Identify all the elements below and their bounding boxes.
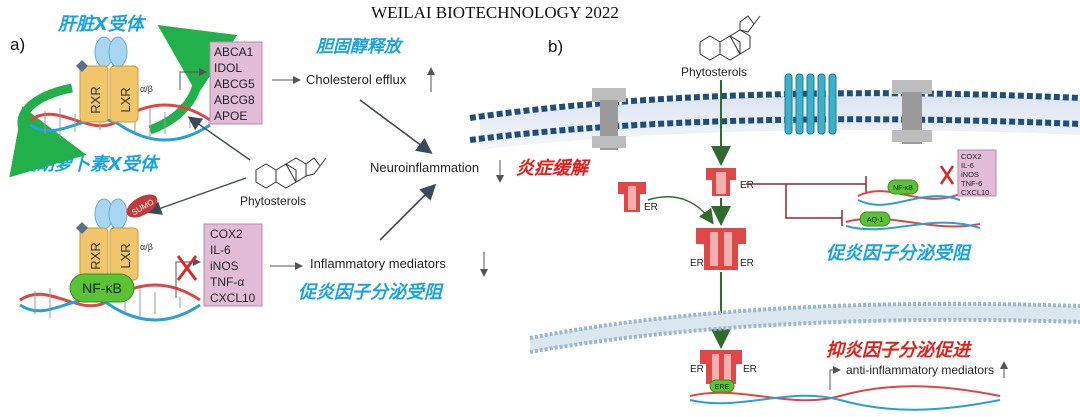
efflux-to-neuro-arrow xyxy=(359,99,433,154)
gene-b-inos: iNOS xyxy=(961,170,979,179)
sumo-blob xyxy=(126,194,158,218)
er-receptor-membrane: ER xyxy=(706,168,754,196)
blocked-cn-b: 促炎因子分泌受阻 xyxy=(826,243,972,264)
rxr-lxr-complex-bottom: RXR LXR α/β SUMO NF-κB xyxy=(69,194,158,303)
inflammatory-gene-box xyxy=(203,223,263,307)
er-label-1: ER xyxy=(740,180,754,191)
gene-b-tnf: TNF-6 xyxy=(961,179,982,188)
alpha-beta-label-top: α/β xyxy=(140,84,153,94)
gene-abcg5: ABCG5 xyxy=(214,77,255,91)
cell-membrane xyxy=(469,90,1080,150)
gene-inos: iNOS xyxy=(210,259,239,273)
ligand-diamond-bottom xyxy=(76,222,88,234)
gene-idol: IDOL xyxy=(214,61,242,75)
inflammatory-mediators-cn: 促炎因子分泌受阻 xyxy=(298,282,444,303)
rxr-label-bottom: RXR xyxy=(88,242,103,269)
inflammatory-gene-box-b xyxy=(957,149,997,197)
gpcr-receptor xyxy=(784,73,837,135)
nfkb-label-b: NF-κB xyxy=(893,185,913,192)
er-dimer-nucleus: ER ER xyxy=(690,350,757,384)
inhibit-x-a xyxy=(176,255,198,281)
efflux-gene-box xyxy=(209,41,263,125)
gene-il6: IL-6 xyxy=(210,243,231,257)
phytosterol-molecule-a xyxy=(255,157,327,189)
cholesterol-efflux-cn: 胆固醇释放 xyxy=(315,37,404,57)
nfkb-blob-b xyxy=(887,179,919,195)
panel-a-label: a) xyxy=(10,35,25,54)
lxr-label-bottom: LXR xyxy=(118,243,133,268)
phytosterol-to-bottom-complex-arrow xyxy=(147,177,247,215)
inflammatory-mediators-label: Inflammatory mediators xyxy=(310,256,446,271)
anti-cn-b: 抑炎因子分泌促进 xyxy=(826,340,973,361)
dna-strand-b-bottom xyxy=(689,385,1001,411)
page-title: WEILAI BIOTECHNOLOGY 2022 xyxy=(371,3,619,22)
inhibit-x-b xyxy=(939,165,955,185)
aq1-label: AQ-1 xyxy=(867,217,883,224)
gene-apoe: APOE xyxy=(214,109,247,123)
inflammatory-gene-list: COX2 IL-6 iNOS TNF-α CXCL10 xyxy=(210,227,256,305)
er-label-5: ER xyxy=(690,364,704,375)
panel-b-label: b) xyxy=(548,37,563,56)
lxr-label-top: LXR xyxy=(118,87,133,112)
alpha-beta-label-bottom: α/β xyxy=(140,242,153,252)
er-label-6: ER xyxy=(743,364,757,375)
er-dimer: ER ER xyxy=(690,228,754,270)
gene-abcg8: ABCG8 xyxy=(214,93,255,107)
er-label-2: ER xyxy=(644,202,658,213)
membrane-channel-left xyxy=(592,88,626,150)
rxr-lxr-complex-top: RXR LXR α/β xyxy=(76,36,153,123)
dna-strand-b-top xyxy=(857,190,961,206)
rxr-binding-arrow xyxy=(9,83,87,178)
er-inhibition-lines xyxy=(746,176,867,226)
er-label-4: ER xyxy=(740,258,754,269)
membrane-channel-right xyxy=(892,80,932,144)
phytosterols-label-a: Phytosterols xyxy=(240,194,306,208)
neuroinflammation-cn: 炎症缓解 xyxy=(516,158,591,179)
anti-mediators-label: anti-inflammatory mediators xyxy=(846,363,994,377)
phytosterols-label-b: Phytosterols xyxy=(681,65,747,79)
rxr-receptor-label: 类胡萝卜素X受体 xyxy=(18,154,161,175)
gene-b-cox2: COX2 xyxy=(961,152,981,161)
inflammatory-gene-list-b: COX2 IL-6 iNOS TNF-6 CXCL10 xyxy=(961,152,989,197)
gene-tnfa: TNF-α xyxy=(210,275,244,289)
efflux-gene-list: ABCA1 IDOL ABCG5 ABCG8 APOE xyxy=(214,45,255,123)
gene-cox2: COX2 xyxy=(210,227,243,241)
ere-label: ERE xyxy=(715,384,730,391)
aq1-blob xyxy=(859,211,891,227)
mediators-to-neuro-arrow xyxy=(379,183,437,241)
rxr-label-top: RXR xyxy=(88,86,103,113)
neuroinflammation-label: Neuroinflammation xyxy=(370,160,479,175)
er-dimerize-arrow-left xyxy=(647,196,714,225)
lxr-receptor-label: 肝脏X受体 xyxy=(57,14,147,35)
rxr-block-top xyxy=(79,65,109,123)
er-receptor-cytoplasm: ER xyxy=(618,182,658,213)
nuclear-membrane xyxy=(529,301,1080,354)
lxr-block-top xyxy=(109,65,139,123)
lxr-binding-arrow xyxy=(148,24,238,135)
gene-abca1: ABCA1 xyxy=(214,45,254,59)
anti-transcription-arrow xyxy=(829,366,841,390)
phytosterol-to-top-complex-arrow xyxy=(187,116,251,161)
er-label-3: ER xyxy=(690,258,704,269)
gene-cxcl10: CXCL10 xyxy=(210,291,256,305)
efflux-transcription-arrow xyxy=(179,68,207,90)
nfkb-blob-a xyxy=(69,273,135,303)
gene-b-cxcl10: CXCL10 xyxy=(961,188,989,197)
gene-b-il6: IL-6 xyxy=(961,161,974,170)
phytosterol-molecule-b xyxy=(699,15,761,61)
cholesterol-efflux-label: Cholesterol efflux xyxy=(306,72,407,87)
nfkb-label-a: NF-κB xyxy=(82,280,122,296)
ligand-diamond-top xyxy=(76,60,88,72)
